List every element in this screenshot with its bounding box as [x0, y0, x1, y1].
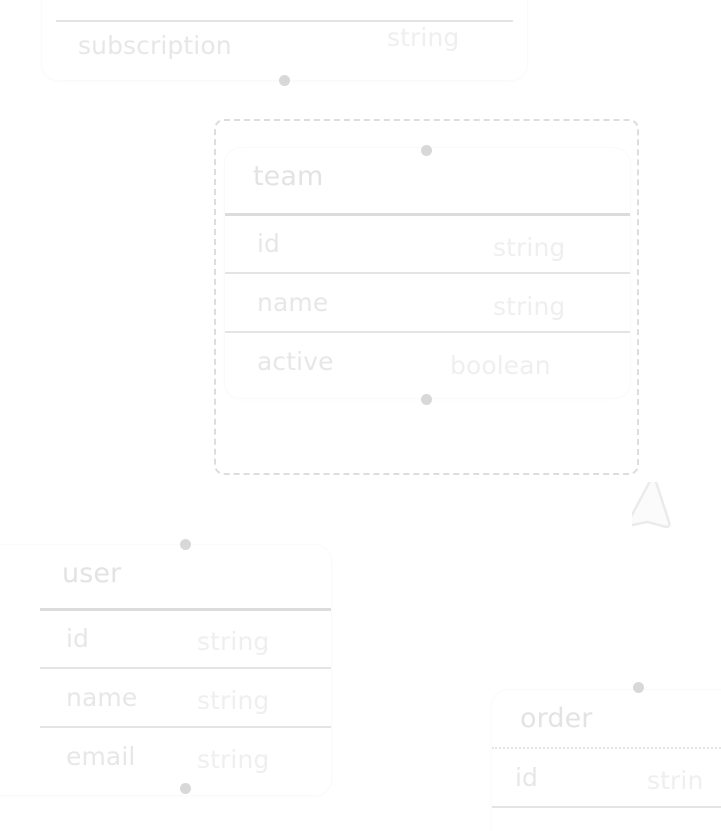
- connection-port-top[interactable]: [180, 539, 191, 550]
- connection-port-top[interactable]: [633, 682, 644, 693]
- entity-card-body: order id strin: [492, 690, 721, 831]
- connection-port-bottom[interactable]: [279, 75, 290, 86]
- field-row[interactable]: subscription: [78, 17, 232, 73]
- entity-card-order[interactable]: order id strin: [492, 682, 721, 831]
- field-type: boolean: [450, 351, 551, 380]
- row-divider: [225, 272, 630, 274]
- connection-port-top[interactable]: [421, 145, 432, 156]
- field-row[interactable]: name: [257, 273, 328, 331]
- entity-card-subscription[interactable]: name string subscription string: [42, 0, 527, 86]
- connection-port-bottom[interactable]: [180, 783, 191, 794]
- connection-port-bottom[interactable]: [421, 394, 432, 405]
- entity-title-divider: [40, 608, 331, 611]
- field-name: name: [257, 287, 329, 317]
- entity-card-body: name string subscription string: [42, 0, 527, 80]
- field-row[interactable]: active: [257, 332, 334, 390]
- field-row[interactable]: id: [515, 748, 538, 806]
- field-type: string: [197, 745, 270, 774]
- field-row[interactable]: id: [257, 214, 280, 272]
- entity-title: order: [498, 690, 721, 746]
- field-name-id: id: [257, 228, 281, 258]
- field-type: string: [493, 233, 566, 262]
- row-divider: [40, 667, 331, 669]
- field-type: string: [493, 292, 566, 321]
- mouse-pointer-icon: [632, 482, 678, 544]
- field-name: id: [66, 623, 90, 653]
- field-name: id: [515, 762, 539, 792]
- entity-card-user[interactable]: user id string name string email string: [0, 539, 331, 795]
- field-name: email: [66, 741, 136, 771]
- field-name: name: [66, 682, 138, 712]
- entity-title-divider: [225, 213, 630, 216]
- entity-title-divider: [492, 747, 721, 749]
- row-divider: [225, 331, 630, 333]
- row-divider: [492, 806, 721, 808]
- entity-title: team: [231, 148, 630, 204]
- entity-card-body: user id string name string email string: [0, 545, 331, 795]
- entity-title-text: order: [520, 702, 593, 734]
- entity-title-text: team: [253, 160, 324, 192]
- entity-card-body: team id string name string active boolea…: [225, 148, 630, 398]
- field-row[interactable]: id: [66, 609, 89, 667]
- field-type: strin: [647, 766, 704, 795]
- row-divider: [56, 20, 513, 22]
- field-name: active: [257, 346, 334, 376]
- field-row[interactable]: email: [66, 727, 135, 785]
- field-type: string: [387, 23, 460, 52]
- entity-title: user: [40, 545, 331, 601]
- field-name: subscription: [78, 30, 232, 60]
- row-divider: [40, 726, 331, 728]
- field-type: string: [197, 686, 270, 715]
- field-row[interactable]: name: [66, 668, 137, 726]
- field-type: string: [197, 627, 270, 656]
- entity-card-team[interactable]: team id string name string active boolea…: [225, 145, 630, 405]
- entity-title-text: user: [62, 557, 122, 589]
